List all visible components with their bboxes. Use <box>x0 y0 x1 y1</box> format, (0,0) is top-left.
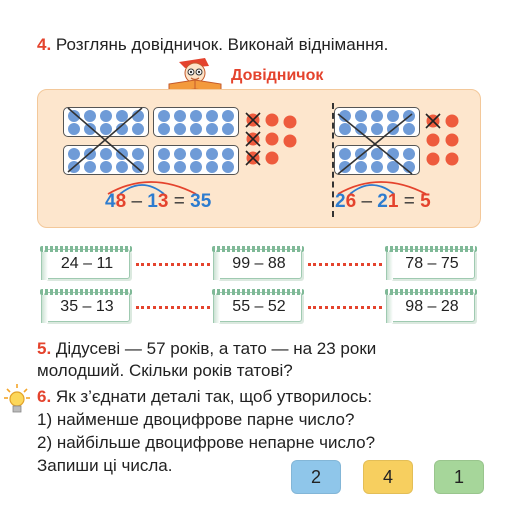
tens-dot <box>158 110 171 122</box>
tens-dot <box>402 123 415 135</box>
helper-divider <box>332 103 334 217</box>
expression-card: 24 – 11 <box>40 246 132 280</box>
tens-dot <box>174 110 187 122</box>
helper-equation-2: 26 – 21 = 5 <box>335 191 431 212</box>
tens-dot <box>221 148 234 160</box>
tens-dot <box>205 110 218 122</box>
dotted-connector <box>308 306 382 309</box>
tens-dot <box>115 161 128 173</box>
tens-dot <box>131 123 144 135</box>
tens-dot <box>370 110 383 122</box>
tens-dot <box>84 110 97 122</box>
task-5-line-1: 5. Дідусеві — 57 років, а тато — на 23 р… <box>37 339 377 358</box>
expression-card: 99 – 88 <box>212 246 304 280</box>
tens-dot <box>115 123 128 135</box>
tens-dot <box>68 110 81 122</box>
helper-equation-1: 48 – 13 = 35 <box>105 191 212 212</box>
task-5-number: 5. <box>37 339 52 358</box>
tens-dot <box>221 123 234 135</box>
tens-dot <box>370 161 383 173</box>
tens-dot <box>339 123 352 135</box>
task-6-line-1: 6. Як з’єднати деталі так, щоб утворилос… <box>37 387 373 406</box>
task-4-number: 4. <box>37 35 52 54</box>
tens-dot <box>131 110 144 122</box>
tens-dot <box>221 161 234 173</box>
tens-dot <box>339 110 352 122</box>
ten-frame <box>334 145 420 175</box>
tens-dot <box>402 161 415 173</box>
tens-dot <box>370 148 383 160</box>
tens-dot <box>339 148 352 160</box>
tens-dot <box>131 148 144 160</box>
expression-card: 78 – 75 <box>385 246 477 280</box>
task-4-heading: 4. Розглянь довідничок. Виконай відніман… <box>37 34 388 56</box>
tens-dot <box>189 161 202 173</box>
dotted-connector <box>136 306 210 309</box>
puzzle-piece[interactable]: 2 <box>291 460 341 494</box>
tens-dot <box>205 148 218 160</box>
tens-dot <box>84 161 97 173</box>
ten-frame <box>63 145 149 175</box>
ten-frame <box>63 107 149 137</box>
ten-frame <box>153 107 239 137</box>
tens-dot <box>158 148 171 160</box>
task-6-number: 6. <box>37 387 52 406</box>
tens-dot <box>205 123 218 135</box>
expression-card: 55 – 52 <box>212 289 304 323</box>
tens-dot <box>158 123 171 135</box>
tens-dot <box>174 161 187 173</box>
helper-title: Довідничок <box>231 67 324 84</box>
tens-dot <box>189 148 202 160</box>
expression-card: 35 – 13 <box>40 289 132 323</box>
dotted-connector <box>136 263 210 266</box>
tens-dot <box>68 123 81 135</box>
digit-link-arcs <box>107 181 197 195</box>
tens-dot <box>355 110 368 122</box>
tens-dot <box>99 110 112 122</box>
tens-dot <box>355 161 368 173</box>
digit-link-arcs <box>337 181 427 195</box>
tens-dot <box>99 161 112 173</box>
tens-dot <box>99 123 112 135</box>
tens-dot <box>386 110 399 122</box>
lightbulb-icon <box>4 384 30 413</box>
puzzle-piece[interactable]: 1 <box>434 460 484 494</box>
expression-card: 98 – 28 <box>385 289 477 323</box>
tens-dot <box>221 110 234 122</box>
task-6-line-2: 1) найменше двоцифрове парне число? <box>37 410 355 429</box>
tens-dot <box>158 161 171 173</box>
units-dots <box>425 113 459 166</box>
tens-dot <box>189 110 202 122</box>
units-dots <box>245 112 297 166</box>
tens-dot <box>205 161 218 173</box>
task-6-line-3: 2) найбільше двоцифрове непарне число? <box>37 433 376 452</box>
tens-dot <box>68 148 81 160</box>
tens-dot <box>189 123 202 135</box>
tens-dot <box>355 123 368 135</box>
tens-dot <box>99 148 112 160</box>
task-6-line-4: Запиши ці числа. <box>37 456 173 475</box>
task-5-line-2: молодший. Скільки років татові? <box>37 361 293 380</box>
task-4-text: Розглянь довідничок. Виконай віднімання. <box>55 35 389 54</box>
tens-dot <box>174 148 187 160</box>
tens-dot <box>84 123 97 135</box>
dotted-connector <box>308 263 382 266</box>
tens-dot <box>370 123 383 135</box>
tens-dot <box>386 161 399 173</box>
crossed-out-tens <box>67 107 143 173</box>
tens-dot <box>174 123 187 135</box>
puzzle-piece[interactable]: 4 <box>363 460 413 494</box>
crossed-out-tens <box>337 113 413 175</box>
ten-frame <box>153 145 239 175</box>
tens-dot <box>115 110 128 122</box>
tens-dot <box>402 148 415 160</box>
